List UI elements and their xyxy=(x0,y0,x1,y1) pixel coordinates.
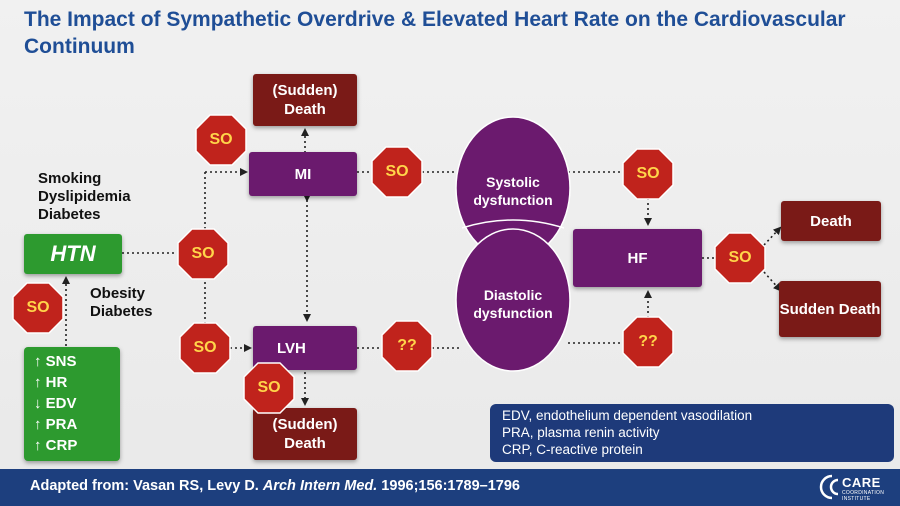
marker-list-item: ↑ HR xyxy=(34,374,68,391)
legend-item: EDV, endothelium dependent vasodilation xyxy=(502,408,753,423)
sudden-death-bottom-box: (Sudden) Death xyxy=(253,408,357,460)
mi-box: MI xyxy=(249,152,357,196)
risk-factor: Diabetes xyxy=(90,303,153,320)
unknown-marker-label: ?? xyxy=(397,337,417,354)
footer-bar: Adapted from: Vasan RS, Levy D. Arch Int… xyxy=(0,469,900,506)
risk-factor: Obesity xyxy=(90,285,146,302)
marker-list-item: ↑ PRA xyxy=(34,416,78,433)
risk-factors-upper: Smoking Dyslipidemia Diabetes xyxy=(38,170,131,224)
unknown-marker-label: ?? xyxy=(638,333,658,350)
so-marker-green: SO xyxy=(12,282,64,334)
risk-factor: Smoking xyxy=(38,170,102,187)
slide-title: The Impact of Sympathetic Overdrive & El… xyxy=(24,8,846,58)
so-marker-label: SO xyxy=(257,379,281,396)
so-marker-label: SO xyxy=(26,299,50,316)
so-marker-lvh-left: SO xyxy=(179,322,231,374)
so-marker-mi-right: SO xyxy=(371,146,423,198)
so-marker-label: SO xyxy=(193,339,217,356)
risk-factor: Dyslipidemia xyxy=(38,188,131,205)
risk-factor: Diabetes xyxy=(38,206,101,223)
htn-box: HTN xyxy=(24,234,122,274)
death-box: Death xyxy=(781,201,881,241)
abbreviation-legend: EDV, endothelium dependent vasodilation … xyxy=(490,404,894,462)
hf-box: HF xyxy=(573,229,702,287)
diastolic-ellipse xyxy=(455,228,571,372)
so-marker-label: SO xyxy=(385,163,409,180)
legend-item: CRP, C-reactive protein xyxy=(502,442,643,457)
citation: Adapted from: Vasan RS, Levy D. Arch Int… xyxy=(30,478,520,494)
so-marker-label: SO xyxy=(636,165,660,182)
so-marker-hf: SO xyxy=(714,232,766,284)
so-marker-label: SO xyxy=(191,245,215,262)
so-marker-mi-top: SO xyxy=(195,114,247,166)
so-marker-lvh-bottom: SO xyxy=(243,362,295,414)
sudden-death-top-box: (Sudden) Death xyxy=(253,74,357,126)
journal-name: Arch Intern Med. xyxy=(262,478,378,494)
diastolic-label: Diastolic dysfunction xyxy=(473,287,553,321)
unknown-marker-lvh: ?? xyxy=(381,320,433,372)
care-logo-subtext: COORDINATION INSTITUTE xyxy=(842,490,885,502)
sudden-death-right-box: Sudden Death xyxy=(779,281,881,337)
care-logo-icon xyxy=(819,474,839,500)
marker-list: ↑ SNS ↑ HR ↓ EDV ↑ PRA ↑ CRP xyxy=(24,347,120,461)
unknown-marker-diastolic: ?? xyxy=(622,316,674,368)
risk-factors-lower: Obesity Diabetes xyxy=(90,285,153,321)
marker-list-item: ↑ SNS xyxy=(34,353,77,370)
legend-item: PRA, plasma renin activity xyxy=(502,425,660,440)
care-logo-text: CARE xyxy=(842,475,881,490)
marker-list-item: ↑ CRP xyxy=(34,437,78,454)
marker-list-item: ↓ EDV xyxy=(34,395,77,412)
so-marker-htn: SO xyxy=(177,228,229,280)
so-marker-systolic: SO xyxy=(622,148,674,200)
so-marker-label: SO xyxy=(728,249,752,266)
so-marker-label: SO xyxy=(209,131,233,148)
systolic-label: Systolic dysfunction xyxy=(473,174,553,208)
